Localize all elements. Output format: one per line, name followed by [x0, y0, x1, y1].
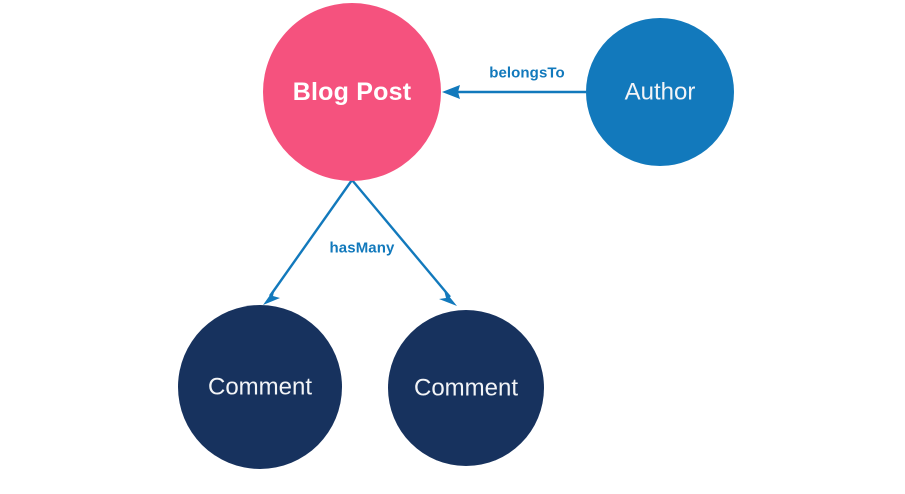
edge-belongs-to-arrowhead-icon	[442, 85, 460, 99]
node-author-circle	[586, 18, 734, 166]
node-comment-2[interactable]: Comment	[388, 310, 544, 466]
node-author-label: Author	[625, 79, 696, 106]
node-comment-2-label: Comment	[414, 375, 518, 402]
node-comment-2-circle	[388, 310, 544, 466]
edge-belongs-to[interactable]: belongsTo	[442, 65, 586, 100]
edge-has-many-label: hasMany	[330, 240, 395, 257]
node-comment-1[interactable]: Comment	[178, 305, 342, 469]
node-blog-post-label: Blog Post	[293, 78, 412, 106]
node-blog-post-circle	[263, 3, 441, 181]
edge-has-many-left[interactable]: hasMany	[263, 179, 395, 305]
node-comment-1-circle	[178, 305, 342, 469]
node-blog-post[interactable]: Blog Post	[263, 3, 441, 181]
node-author[interactable]: Author	[586, 18, 734, 166]
edge-has-many-right[interactable]	[351, 179, 457, 306]
edge-has-many-right-arrowhead-icon	[439, 290, 457, 306]
edge-has-many-right-line	[351, 179, 451, 298]
edge-has-many-left-arrowhead-icon	[263, 288, 280, 305]
edge-belongs-to-label: belongsTo	[489, 65, 565, 82]
edge-has-many-left-line	[269, 179, 353, 297]
node-comment-1-label: Comment	[208, 374, 312, 401]
